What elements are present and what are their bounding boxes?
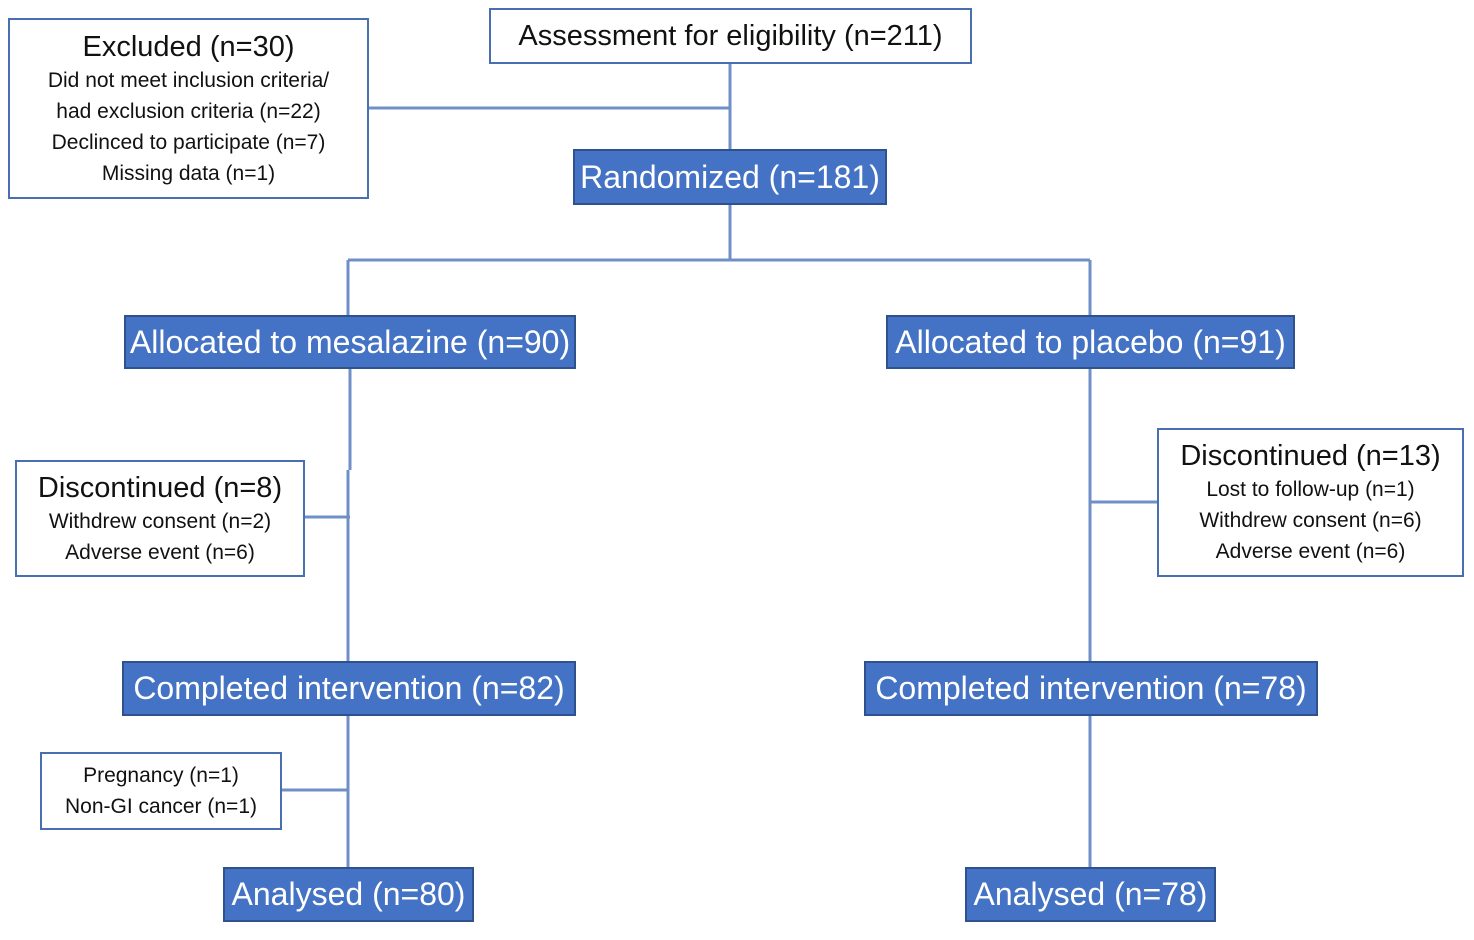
assessment-label: Assessment for eligibility (n=211) — [518, 20, 943, 52]
mesalazine-analysed-label: Analysed (n=80) — [231, 876, 466, 912]
placebo-completed-label: Completed intervention (n=78) — [875, 670, 1307, 706]
excluded-box: Excluded (n=30) Did not meet inclusion c… — [8, 18, 369, 199]
analysis-exclusion-reason: Pregnancy (n=1) — [83, 764, 239, 787]
placebo-discontinued-box: Discontinued (n=13) Lost to follow-up (n… — [1157, 428, 1464, 577]
mesalazine-completed-box: Completed intervention (n=82) — [122, 661, 576, 716]
mesalazine-discontinued-title: Discontinued (n=8) — [37, 471, 283, 504]
mesalazine-completed-label: Completed intervention (n=82) — [133, 670, 565, 706]
excluded-title: Excluded (n=30) — [82, 30, 295, 63]
mesalazine-allocated-box: Allocated to mesalazine (n=90) — [124, 315, 576, 369]
assessment-box: Assessment for eligibility (n=211) — [489, 8, 972, 64]
mesalazine-discontinued-reason: Adverse event (n=6) — [65, 540, 255, 564]
placebo-analysed-box: Analysed (n=78) — [965, 867, 1216, 922]
placebo-allocated-box: Allocated to placebo (n=91) — [886, 315, 1295, 369]
excluded-reason: Missing data (n=1) — [101, 161, 276, 185]
mesalazine-allocated-label: Allocated to mesalazine (n=90) — [129, 323, 571, 360]
analysis-exclusion-reason: Non-GI cancer (n=1) — [65, 795, 257, 818]
excluded-reason: Did not meet inclusion criteria/ — [47, 68, 330, 92]
placebo-allocated-label: Allocated to placebo (n=91) — [895, 323, 1286, 360]
placebo-discontinued-reason: Withdrew consent (n=6) — [1199, 509, 1422, 532]
mesalazine-analysis-exclusions-box: Pregnancy (n=1) Non-GI cancer (n=1) — [40, 752, 282, 830]
placebo-discontinued-reason: Lost to follow-up (n=1) — [1206, 478, 1415, 501]
placebo-completed-box: Completed intervention (n=78) — [864, 661, 1318, 716]
placebo-discontinued-reason: Adverse event (n=6) — [1215, 540, 1406, 563]
randomized-label: Randomized (n=181) — [580, 158, 880, 195]
excluded-reason: Declinced to participate (n=7) — [51, 130, 326, 154]
placebo-analysed-label: Analysed (n=78) — [973, 876, 1208, 912]
mesalazine-discontinued-reason: Withdrew consent (n=2) — [48, 509, 272, 533]
mesalazine-discontinued-box: Discontinued (n=8) Withdrew consent (n=2… — [15, 460, 305, 577]
placebo-discontinued-title: Discontinued (n=13) — [1180, 440, 1441, 472]
randomized-box: Randomized (n=181) — [573, 149, 887, 205]
mesalazine-analysed-box: Analysed (n=80) — [223, 867, 474, 922]
excluded-reason: had exclusion criteria (n=22) — [56, 99, 321, 123]
